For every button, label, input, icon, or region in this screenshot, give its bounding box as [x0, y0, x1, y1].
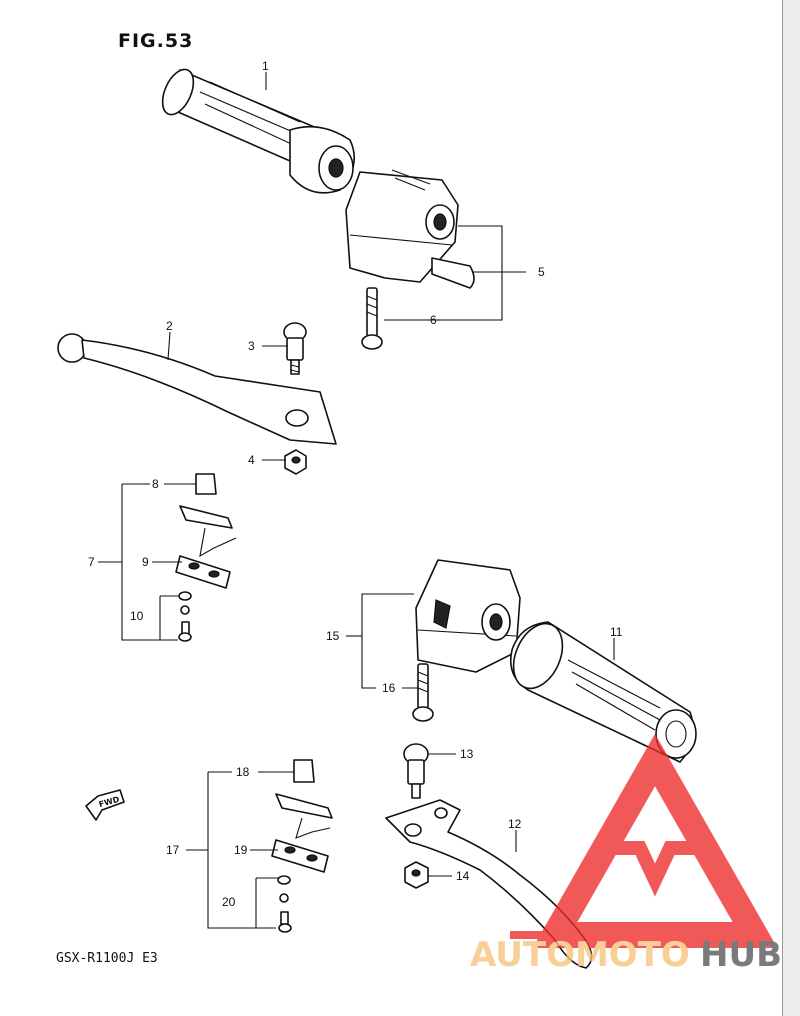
callout-11: 11 [610, 625, 623, 639]
part-15-right-switch-housing [415, 559, 521, 673]
callout-2: 2 [166, 319, 173, 333]
callout-8: 8 [152, 477, 159, 491]
part-5-left-switch-housing [345, 169, 475, 289]
part-18-clip [293, 759, 315, 783]
part-2-clutch-lever [57, 333, 337, 445]
figure-title: FIG.53 [118, 30, 194, 52]
callout-14: 14 [456, 869, 470, 883]
part-4-nut [284, 449, 307, 475]
part-6-screw [361, 287, 383, 350]
part-16-screw [412, 663, 434, 722]
callout-labels: 1 2 3 4 5 6 7 8 9 10 11 12 13 14 15 16 1… [88, 59, 623, 909]
callout-13: 13 [460, 747, 474, 761]
watermark-text-automoto: AUTOMOTO [470, 935, 690, 975]
part-11-right-grip [509, 621, 697, 763]
leader-lines [98, 72, 615, 929]
callout-16: 16 [382, 681, 396, 695]
part-1-left-grip [161, 68, 356, 194]
callout-17: 17 [166, 843, 180, 857]
part-7-switch-assembly [179, 505, 237, 558]
part-12-brake-lever [385, 799, 593, 969]
part-17-switch-assembly [275, 793, 333, 839]
part-10-screw-washer [178, 591, 192, 642]
part-14-nut [404, 861, 429, 889]
part-19-bracket [271, 839, 329, 873]
part-8-clip [195, 473, 217, 495]
callout-6: 6 [430, 313, 437, 327]
part-3-pivot-bolt [283, 322, 307, 375]
callout-9: 9 [142, 555, 149, 569]
part-13-pivot-bolt [403, 743, 429, 799]
part-20-screw-washer [277, 875, 292, 933]
callout-7: 7 [88, 555, 95, 569]
callout-4: 4 [248, 453, 255, 467]
callout-12: 12 [508, 817, 522, 831]
window-frame-edge [782, 0, 800, 1016]
model-code: GSX-R1100J E3 [56, 951, 158, 966]
callout-20: 20 [222, 895, 236, 909]
part-9-bracket [175, 555, 231, 589]
forward-arrow-icon: FWD [85, 789, 125, 821]
callout-15: 15 [326, 629, 340, 643]
callout-5: 5 [538, 265, 545, 279]
callout-10: 10 [130, 609, 144, 623]
watermark-text-hub: HUB [700, 935, 782, 975]
callout-3: 3 [248, 339, 255, 353]
callout-18: 18 [236, 765, 250, 779]
callout-19: 19 [234, 843, 248, 857]
watermark-logo-icon: AUTOMOTO HUB [470, 733, 782, 975]
callout-1: 1 [262, 59, 269, 73]
